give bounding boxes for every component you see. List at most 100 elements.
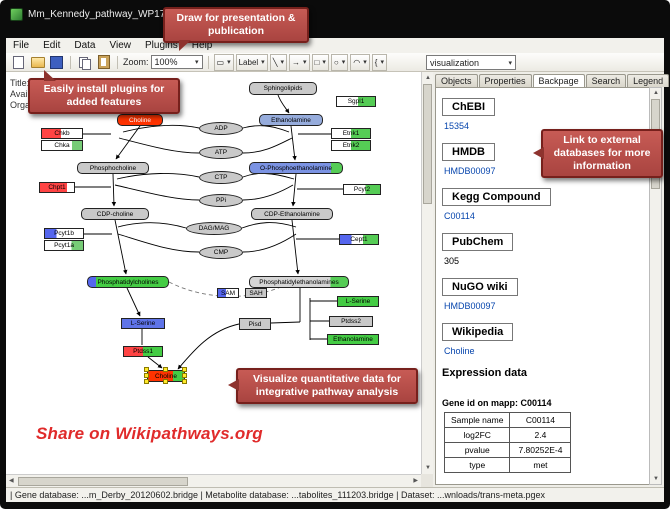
- scroll-right-icon[interactable]: ▶: [413, 478, 418, 484]
- pathway-node-ppi[interactable]: PPi: [199, 194, 243, 207]
- menu-edit[interactable]: Edit: [43, 40, 61, 51]
- section-value: 305: [444, 256, 460, 266]
- pathway-node-adp[interactable]: ADP: [199, 122, 243, 135]
- pathway-node-phosphatidylcholines[interactable]: Phosphatidylcholines: [87, 276, 169, 288]
- info-line: Title:: [10, 78, 30, 88]
- pathway-node-chka[interactable]: Chka: [41, 140, 83, 151]
- canvas-horizontal-scrollbar[interactable]: ◀ ▶: [6, 474, 421, 487]
- pathway-node-choline[interactable]: Choline: [117, 114, 163, 126]
- copy-button[interactable]: [76, 54, 93, 70]
- pathway-node-ethanolamine[interactable]: Ethanolamine: [259, 114, 323, 126]
- pathway-node-cmp[interactable]: CMP: [199, 246, 243, 259]
- menu-file[interactable]: File: [13, 40, 30, 51]
- tab-legend[interactable]: Legend: [627, 74, 670, 87]
- menu-view[interactable]: View: [109, 40, 131, 51]
- pathway-node-sah[interactable]: SAH: [245, 288, 267, 298]
- pathway-node-etnk2[interactable]: Etnk2: [331, 140, 371, 151]
- pathway-node-sphingolipids[interactable]: Sphingolipids: [249, 82, 317, 95]
- tab-properties[interactable]: Properties: [478, 74, 532, 87]
- external-link[interactable]: HMDB00097: [444, 166, 496, 176]
- pathway-node-cdp-ethanolamine[interactable]: CDP-Ethanolamine: [251, 208, 333, 220]
- menu-help[interactable]: Help: [191, 40, 213, 51]
- scroll-left-icon[interactable]: ◀: [9, 478, 14, 484]
- save-icon: [50, 55, 63, 69]
- selection-handle[interactable]: [182, 373, 187, 378]
- menu-data[interactable]: Data: [74, 40, 96, 51]
- rect-tool[interactable]: □▾: [311, 53, 329, 71]
- scroll-up-icon[interactable]: ▲: [653, 90, 659, 96]
- horizontal-scroll-thumb[interactable]: [18, 477, 188, 486]
- vertical-scroll-thumb[interactable]: [423, 84, 432, 204]
- pathway-node-chkb[interactable]: Chkb: [41, 128, 83, 139]
- chevron-down-icon: ▾: [508, 59, 512, 67]
- pathway-node-o-phosphoethanolamine[interactable]: O-Phosphoethanolamine: [249, 162, 343, 174]
- canvas-vertical-scrollbar[interactable]: ▲ ▼: [421, 72, 433, 474]
- info-line: Organi...: [10, 100, 45, 111]
- scroll-down-icon[interactable]: ▼: [425, 465, 431, 471]
- tab-search[interactable]: Search: [585, 74, 627, 87]
- selection-handle[interactable]: [144, 367, 149, 372]
- callout-link: Link to external databases for more info…: [533, 129, 663, 179]
- selection-handle[interactable]: [144, 373, 149, 378]
- open-folder-icon: [30, 56, 45, 68]
- pathway-node-sgpl1[interactable]: Sgpl1: [336, 96, 376, 107]
- callout-plugins-text: Easily install plugins for added feature…: [43, 83, 165, 109]
- status-bar: | Gene database: ...m_Derby_20120602.bri…: [6, 487, 664, 502]
- pathway-node-pisd[interactable]: Pisd: [239, 318, 271, 330]
- pathway-node-ptdss2[interactable]: Ptdss2: [329, 316, 373, 327]
- pathway-node-cept1[interactable]: Cept1: [339, 234, 379, 245]
- pathway-node-l-serine[interactable]: L-Serine: [337, 296, 379, 307]
- external-link[interactable]: 15354: [444, 121, 470, 131]
- callout-plugins: Easily install plugins for added feature…: [28, 70, 180, 115]
- zoom-combobox[interactable]: 100% ▾: [150, 55, 203, 69]
- scroll-down-icon[interactable]: ▼: [653, 476, 659, 482]
- pathway-node-pcyt1a[interactable]: Pcyt1a: [44, 240, 84, 251]
- scroll-up-icon[interactable]: ▲: [425, 75, 431, 81]
- paste-button[interactable]: [95, 54, 112, 70]
- pathway-node-pcyt1b[interactable]: Pcyt1b: [44, 228, 84, 239]
- pathway-node-cdp-choline[interactable]: CDP-choline: [81, 208, 149, 220]
- save-button[interactable]: [48, 54, 65, 70]
- selection-handle[interactable]: [163, 379, 168, 384]
- pathway-node-l-serine[interactable]: L-Serine: [121, 318, 165, 329]
- pathway-node-dag-mag[interactable]: DAG/MAG: [186, 222, 242, 235]
- external-link[interactable]: C00114: [444, 211, 475, 221]
- selection-handle[interactable]: [182, 367, 187, 372]
- selection-handle[interactable]: [163, 367, 168, 372]
- pathway-node-sam[interactable]: SAM: [217, 288, 239, 298]
- pathway-node-ctp[interactable]: CTP: [199, 171, 243, 184]
- pathway-node-pcyt2[interactable]: Pcyt2: [343, 184, 381, 195]
- pathway-info: Title:Availa...Organi...: [10, 78, 45, 111]
- external-link[interactable]: HMDB00097: [444, 301, 496, 311]
- datanode-tool[interactable]: ▭▾: [213, 53, 234, 71]
- external-link[interactable]: Choline: [444, 346, 475, 356]
- menu-plugins[interactable]: Plugins: [144, 40, 178, 51]
- selection-handle[interactable]: [144, 379, 149, 384]
- pathway-canvas[interactable]: Title:Availa...Organi...: [6, 72, 421, 474]
- new-file-button[interactable]: [10, 54, 27, 70]
- line-tool[interactable]: ╲▾: [269, 53, 288, 71]
- section-header-hmdb: HMDB: [442, 143, 495, 161]
- pathway-node-atp[interactable]: ATP: [199, 146, 243, 159]
- arrow-tool[interactable]: →▾: [289, 53, 310, 71]
- arc-tool[interactable]: ◠▾: [350, 53, 370, 71]
- label-tool[interactable]: Label▾: [235, 53, 268, 71]
- tab-objects[interactable]: Objects: [435, 74, 478, 87]
- brace-tool[interactable]: {▾: [371, 53, 387, 71]
- pathway-node-chpt1[interactable]: Chpt1: [39, 182, 75, 193]
- pathway-node-ethanolamine[interactable]: Ethanolamine: [327, 334, 379, 345]
- pathway-node-phosphatidylethanolamines[interactable]: Phosphatidylethanolamines: [249, 276, 349, 288]
- expression-cell: 7.80252E-4: [509, 442, 572, 458]
- selection-handle[interactable]: [182, 379, 187, 384]
- toolbar-separator: [207, 55, 209, 69]
- visualization-combobox[interactable]: visualization ▾: [426, 55, 516, 70]
- ellipse-tool[interactable]: ○▾: [330, 53, 349, 71]
- tool-buttons: ▭▾Label▾╲▾→▾□▾○▾◠▾{▾: [213, 53, 387, 71]
- pathway-node-phosphocholine[interactable]: Phosphocholine: [77, 162, 149, 174]
- visualization-value: visualization: [430, 57, 480, 68]
- open-file-button[interactable]: [29, 54, 46, 70]
- pathway-node-ptdss1[interactable]: Ptdss1: [123, 346, 163, 357]
- pathway-node-etnk1[interactable]: Etnk1: [331, 128, 371, 139]
- tab-backpage[interactable]: Backpage: [532, 74, 585, 87]
